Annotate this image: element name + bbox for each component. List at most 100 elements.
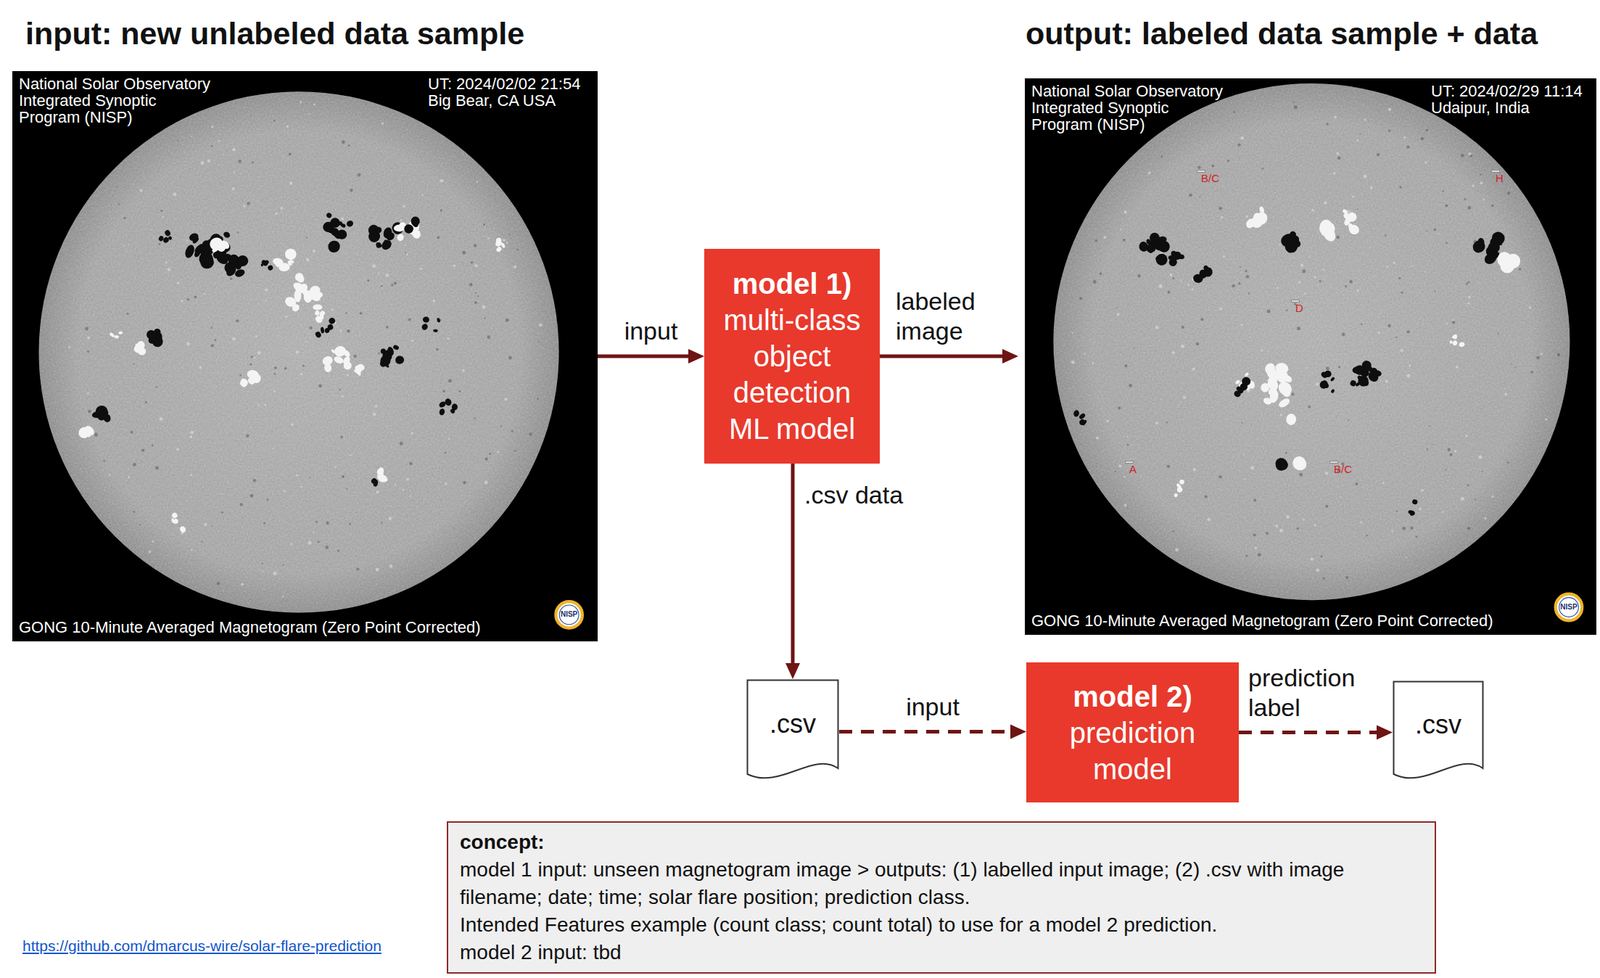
section-heading: output: labeled data sample + data [1025,14,1538,53]
granule [366,279,370,282]
negative-polarity-region [410,217,420,229]
negative-polarity-region [345,219,355,228]
granule [516,248,519,251]
granule [1384,234,1387,237]
granule [448,438,451,441]
granule [1308,256,1310,258]
granule [1426,448,1429,450]
logo-text: NISP [560,609,578,619]
granule [475,291,477,294]
negative-polarity-region [382,226,394,240]
granule [1406,145,1410,149]
granule [255,335,258,338]
granule [132,510,135,513]
granule [273,372,276,375]
granule [284,366,288,370]
positive-polarity-region [81,430,88,439]
positive-polarity-region [1265,376,1281,393]
magnetogram-image: National Solar Observatory Integrated Sy… [1024,78,1597,635]
connector [839,724,1027,740]
negative-polarity-region [162,236,171,245]
granule [1386,266,1389,269]
logo-inner-ring [1559,597,1579,618]
granule [1093,279,1097,284]
granule [339,329,342,332]
granule [159,417,164,421]
negative-polarity-region [264,259,270,265]
repository-link: https://github.com/dmarcus-wire/solar-fl… [22,936,382,956]
logo-ring [555,601,583,629]
note-line: model 2 input: tbd [459,938,1424,967]
granule [1378,331,1381,334]
granule [440,179,444,183]
granule [338,388,341,391]
granule [1376,153,1381,157]
concept-note: concept:model 1 input: unseen magnetogra… [446,821,1437,974]
negative-polarity-region [187,231,200,243]
granule [235,319,239,323]
negative-polarity-region [378,357,390,368]
granule [1359,133,1361,135]
granule [1296,326,1301,331]
connector-label: .csv data [804,480,903,510]
granule [1400,291,1403,294]
granule [390,505,393,507]
granule [285,315,288,318]
negative-polarity-region [436,317,441,323]
granule [128,243,130,246]
positive-polarity-region [414,229,421,238]
granule [334,465,337,468]
positive-polarity-region [1285,413,1297,426]
granule [186,341,191,346]
positive-polarity-region [321,354,335,367]
granule [274,366,278,370]
granule [263,521,266,524]
granule [372,412,377,417]
observatory-name: National Solar Observatory Integrated Sy… [18,75,217,126]
granule [1220,216,1223,219]
granule [446,337,449,340]
negative-polarity-region [1072,409,1080,418]
granule [1118,464,1122,468]
granule [1408,364,1411,367]
granule [1481,470,1483,473]
connector-label: input [624,316,679,346]
csv-document: .csv [746,678,840,785]
granule [1172,277,1175,280]
granule [1393,261,1396,265]
granule [1103,235,1107,239]
granule [1510,362,1513,365]
granule [341,139,346,144]
granule [302,364,305,367]
granule [1507,191,1511,195]
file-type: .csv [769,707,816,740]
granule [283,489,286,492]
granule [346,329,351,333]
granule [1187,283,1190,286]
negative-polarity-region [1200,273,1207,278]
negative-polarity-region [1147,242,1155,254]
granule [348,522,352,526]
granule [1167,290,1171,294]
granule [346,374,349,377]
granule [132,462,137,467]
granule [1304,292,1307,295]
granule [504,397,507,401]
granule [1335,235,1340,240]
granule [1370,186,1373,190]
granule [273,119,275,122]
granule [150,229,153,231]
granule [1467,295,1471,299]
granule [1124,364,1128,367]
image-caption: GONG 10-Minute Averaged Magnetogram (Zer… [1031,612,1494,629]
negative-polarity-region [1078,412,1087,421]
negative-polarity-region [433,329,439,333]
granule [442,390,446,394]
granule [290,422,294,426]
granule [262,570,265,573]
granule [1231,284,1236,288]
granule [102,459,106,463]
granule [176,281,180,285]
positive-polarity-region [1319,224,1335,238]
positive-polarity-region [496,237,502,245]
